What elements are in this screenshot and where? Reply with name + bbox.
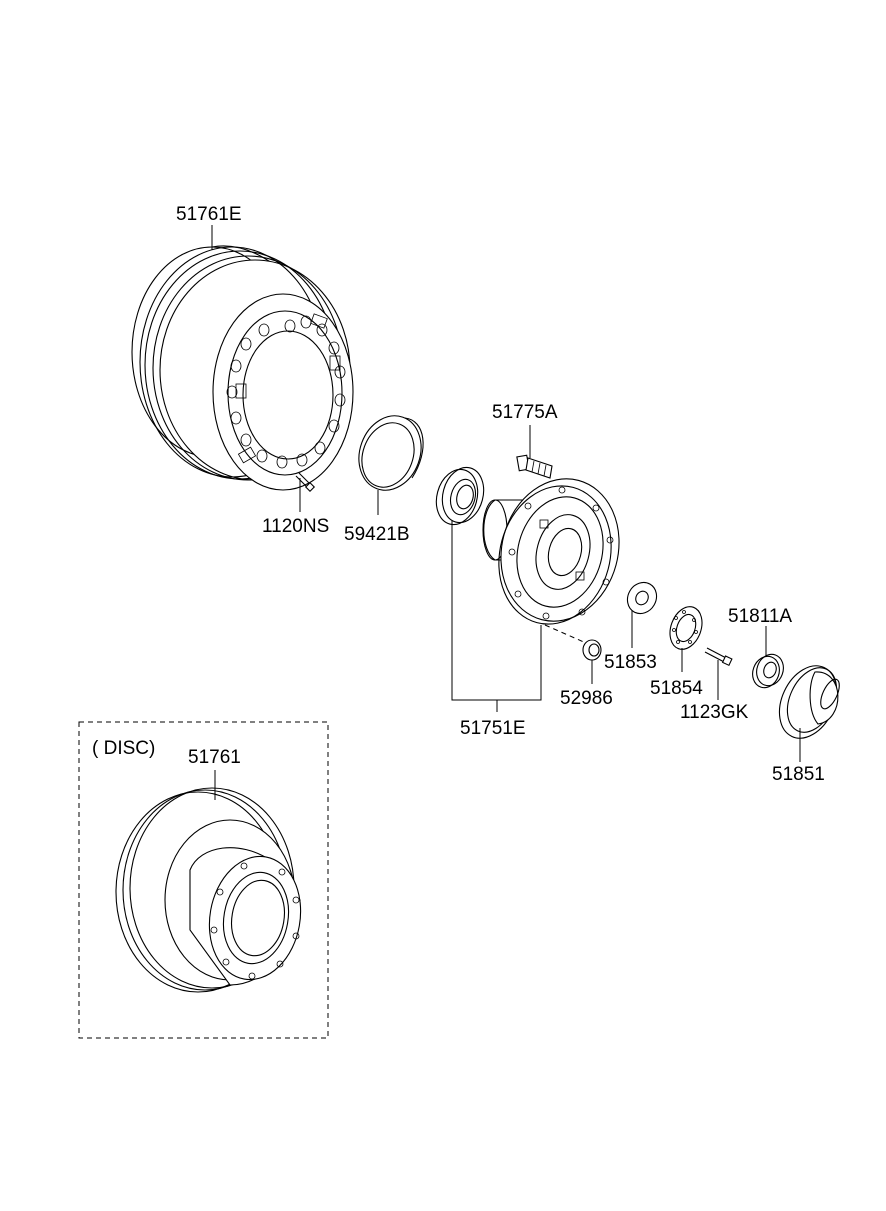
disc-inset-frame <box>78 721 329 1039</box>
label-51761: 51761 <box>188 747 241 768</box>
wheel-hub <box>482 478 620 625</box>
inset-title: ( DISC) <box>92 738 155 759</box>
lock-washer <box>669 606 703 650</box>
label-51751e: 51751E <box>460 718 526 739</box>
lock-screw <box>704 647 733 667</box>
brake-disc <box>115 787 302 993</box>
hub-nut <box>544 624 602 661</box>
hub-cap <box>778 665 840 739</box>
label-1120ns: 1120NS <box>262 516 329 537</box>
label-51811a: 51811A <box>728 606 792 627</box>
bearing <box>435 466 485 526</box>
washer <box>626 581 658 615</box>
hub-bolt <box>516 454 553 479</box>
label-1123gk: 1123GK <box>680 702 749 723</box>
label-51775a: 51775A <box>492 402 558 423</box>
seal-ring <box>358 415 424 491</box>
label-59421b: 59421B <box>344 524 410 545</box>
brake-drum <box>131 245 354 493</box>
label-51853: 51853 <box>604 652 657 673</box>
label-51851: 51851 <box>772 764 825 785</box>
drum-screw <box>295 472 316 493</box>
bearing-nut <box>752 653 784 689</box>
label-52986: 52986 <box>560 688 613 709</box>
label-51854: 51854 <box>650 678 703 699</box>
label-51761e: 51761E <box>176 204 242 225</box>
